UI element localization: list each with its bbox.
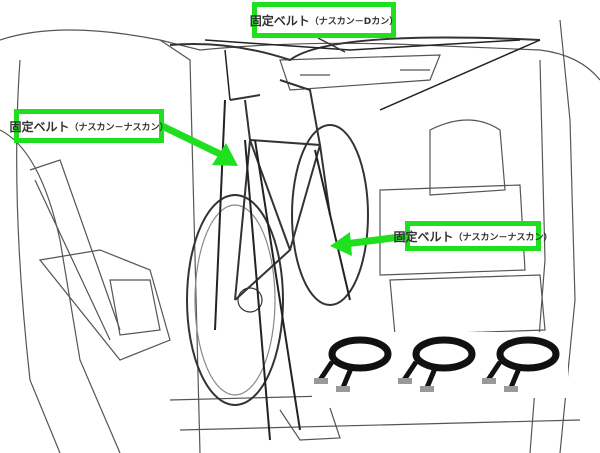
strap-icon	[482, 336, 560, 392]
strap-icon	[398, 336, 476, 392]
strap-photo-1	[312, 332, 400, 398]
label-right-main: 固定ベルト	[393, 229, 454, 244]
strap-photo-3	[480, 332, 568, 398]
pointer-top	[317, 37, 346, 53]
label-left-sub: （ナスカン－ナスカン）	[69, 122, 169, 133]
strap-photo-2	[396, 332, 484, 398]
strap-icon	[314, 336, 392, 392]
label-right: 固定ベルト（ナスカン－ナスカン）	[393, 221, 553, 251]
arrow-right-head	[330, 232, 352, 256]
arrow-left	[158, 121, 224, 159]
label-left-main: 固定ベルト	[9, 119, 70, 134]
arrow-left-head	[212, 143, 238, 166]
label-left: 固定ベルト（ナスカン－ナスカン）	[9, 109, 169, 143]
label-right-sub: （ナスカン－ナスカン）	[453, 232, 553, 243]
label-top: 固定ベルト（ナスカン－Dカン）	[249, 2, 399, 38]
arrow-right	[344, 232, 409, 248]
label-top-sub: （ナスカン－Dカン）	[309, 16, 399, 27]
label-top-main: 固定ベルト	[249, 13, 310, 28]
